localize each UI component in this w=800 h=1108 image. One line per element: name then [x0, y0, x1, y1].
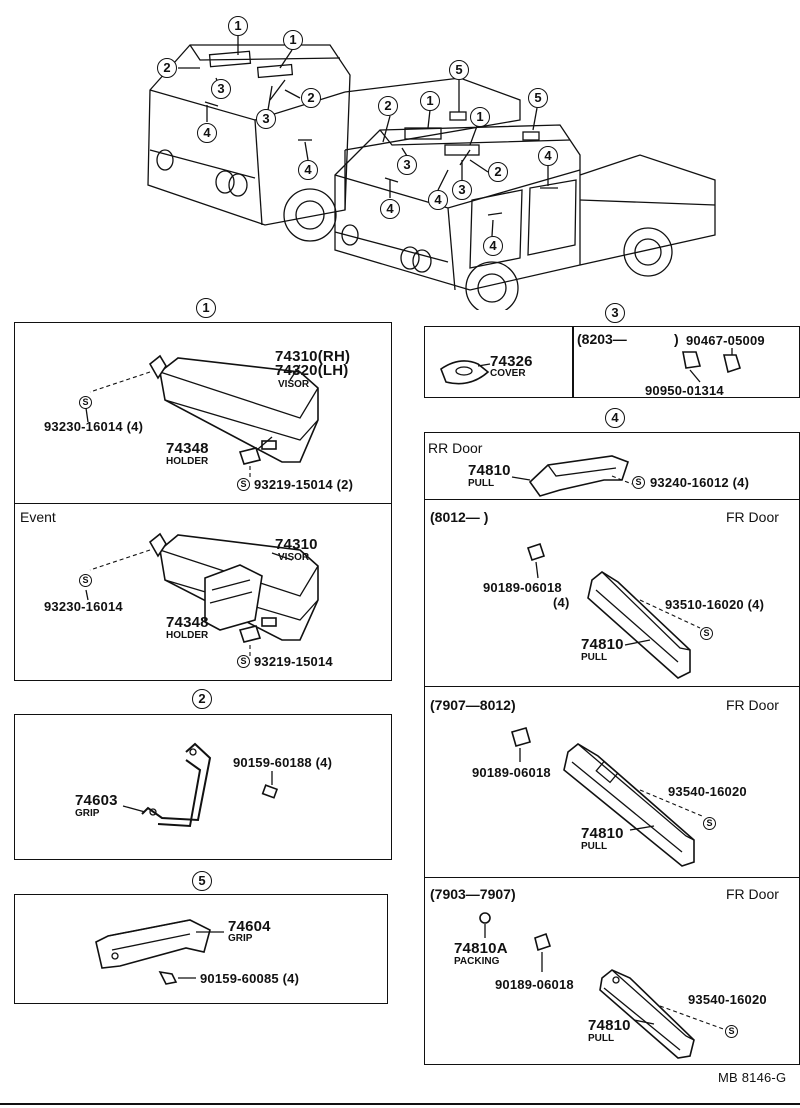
fr-7907-name: PULL	[581, 841, 608, 852]
event-label: Event	[20, 509, 56, 525]
holder-screw: 93219-15014 (2)	[254, 477, 354, 492]
callout-2-grip: 2	[488, 162, 508, 182]
screw-symbol-icon: S	[703, 817, 716, 830]
holder-part: 74348	[166, 440, 209, 457]
visor-event-screw: 93230-16014	[44, 599, 123, 614]
fr-7903-packing-name: PACKING	[454, 956, 500, 967]
fr-8012-clip: 90189-06018	[483, 580, 562, 595]
grip5-part: 74604	[228, 918, 271, 935]
section-marker-3: 3	[605, 303, 625, 323]
cover-part: 74326	[490, 353, 533, 370]
grip5-screw: 90159-60085 (4)	[200, 971, 300, 986]
fr-7903-screw: 93540-16020	[688, 992, 767, 1007]
visor-screw: 93230-16014 (4)	[44, 419, 144, 434]
rr-pull-part: 74810	[468, 462, 511, 479]
screw-symbol-icon: S	[237, 478, 250, 491]
cover-divider	[572, 326, 574, 398]
fr-7907-door: FR Door	[726, 697, 779, 713]
cover-range: (8203—	[577, 331, 627, 347]
bottom-rule	[0, 1103, 800, 1105]
screw-symbol-icon: S	[725, 1025, 738, 1038]
fr-8012-part: 74810	[581, 636, 624, 653]
callout-1-visor: 1	[420, 91, 440, 111]
visor-event-part: 74310	[275, 536, 318, 553]
grip5-name: GRIP	[228, 933, 253, 944]
fr-7907-screw: 93540-16020	[668, 784, 747, 799]
fr-8012-door: FR Door	[726, 509, 779, 525]
callout-4-pull: 4	[197, 123, 217, 143]
rr-pull-screw: 93240-16012 (4)	[650, 475, 750, 490]
screw-symbol-icon: S	[632, 476, 645, 489]
callout-4-pull: 4	[428, 190, 448, 210]
fr-7907-range: (7907—8012)	[430, 697, 516, 713]
cover-part-90467: 90467-05009	[686, 333, 765, 348]
rr-door-label: RR Door	[428, 440, 483, 456]
section-marker-4: 4	[605, 408, 625, 428]
holder-event-part: 74348	[166, 614, 209, 631]
grip-bolt: 90159-60188 (4)	[233, 755, 333, 770]
fr-7907-clip: 90189-06018	[472, 765, 551, 780]
fr-7903-range: (7903—7907)	[430, 886, 516, 902]
callout-1-visor: 1	[228, 16, 248, 36]
callout-2-grip: 2	[378, 96, 398, 116]
callout-3-cover: 3	[397, 155, 417, 175]
cover-range-close: )	[674, 331, 679, 347]
fr-door-8012-panel	[424, 499, 800, 687]
callout-1-visor: 1	[470, 107, 490, 127]
grip-name: GRIP	[75, 808, 100, 819]
fr-8012-range: (8012— )	[430, 509, 489, 525]
grip5-panel	[14, 894, 388, 1004]
callout-5-grip: 5	[528, 88, 548, 108]
section-marker-2: 2	[192, 689, 212, 709]
screw-symbol-icon: S	[79, 574, 92, 587]
visor-event-panel	[14, 503, 392, 681]
diagram-code: MB 8146-G	[718, 1070, 787, 1085]
fr-8012-clip-qty: (4)	[553, 595, 570, 610]
holder-name: HOLDER	[166, 456, 209, 467]
callout-4-pull: 4	[483, 236, 503, 256]
callout-3-cover: 3	[256, 109, 276, 129]
callout-4-pull: 4	[298, 160, 318, 180]
screw-symbol-icon: S	[700, 627, 713, 640]
fr-8012-screw: 93510-16020 (4)	[665, 597, 765, 612]
grip-part: 74603	[75, 792, 118, 809]
callout-5-grip: 5	[449, 60, 469, 80]
fr-7907-part: 74810	[581, 825, 624, 842]
visor-part-lh: 74320(LH)	[275, 362, 349, 379]
fr-door-7907-panel	[424, 686, 800, 878]
section-marker-1: 1	[196, 298, 216, 318]
holder-event-screw: 93219-15014	[254, 654, 333, 669]
fr-8012-name: PULL	[581, 652, 608, 663]
screw-symbol-icon: S	[79, 396, 92, 409]
grip-panel	[14, 714, 392, 860]
callout-3-cover: 3	[452, 180, 472, 200]
section-marker-5: 5	[192, 871, 212, 891]
callout-2-grip: 2	[157, 58, 177, 78]
fr-7903-packing-part: 74810A	[454, 940, 508, 957]
cover-part-90950: 90950-01314	[645, 383, 724, 398]
fr-7903-name: PULL	[588, 1033, 615, 1044]
callout-3-cover: 3	[211, 79, 231, 99]
holder-event-name: HOLDER	[166, 630, 209, 641]
fr-7903-part: 74810	[588, 1017, 631, 1034]
visor-event-name: VISOR	[278, 552, 310, 563]
cover-name: COVER	[490, 368, 526, 379]
visor-part-rh: 74310(RH)	[275, 348, 351, 365]
truck-illustration	[147, 36, 716, 310]
callout-1-visor: 1	[283, 30, 303, 50]
callout-4-pull: 4	[538, 146, 558, 166]
screw-symbol-icon: S	[237, 655, 250, 668]
fr-7903-door: FR Door	[726, 886, 779, 902]
rr-pull-name: PULL	[468, 478, 495, 489]
callout-2-grip: 2	[301, 88, 321, 108]
callout-4-pull: 4	[380, 199, 400, 219]
fr-7903-clip: 90189-06018	[495, 977, 574, 992]
visor-name: VISOR	[278, 379, 310, 390]
